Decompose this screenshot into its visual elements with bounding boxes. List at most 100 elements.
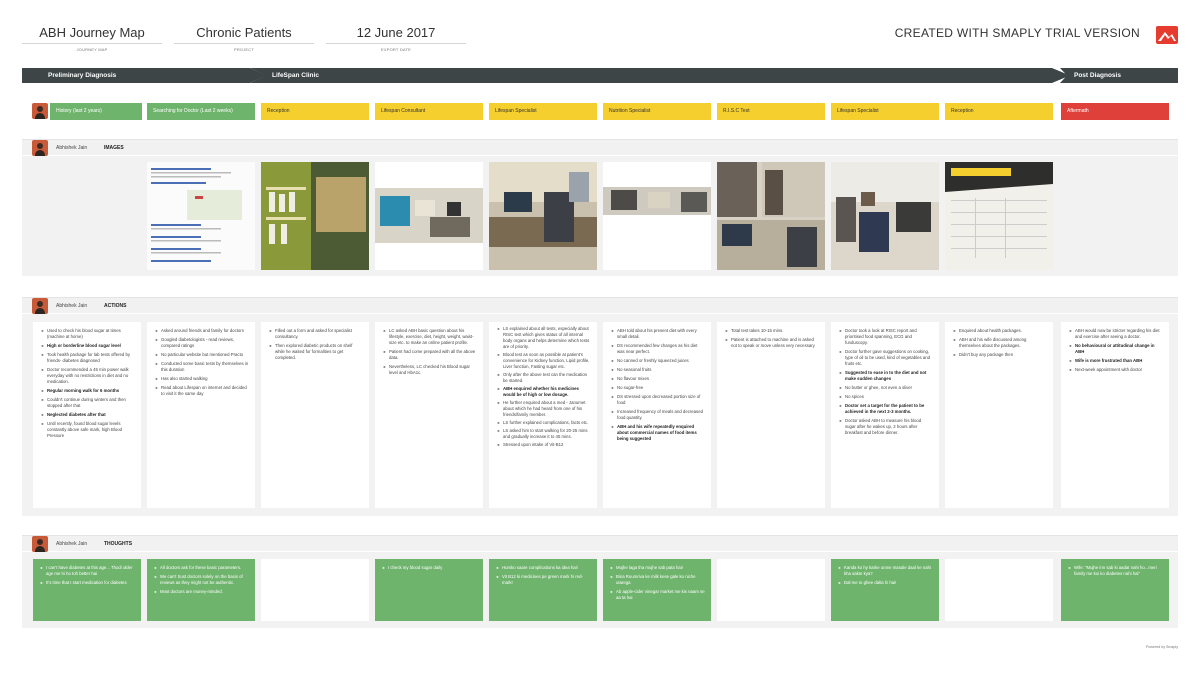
list-item: No spices [839, 394, 933, 400]
list-item: Took health package for lab tests offere… [41, 352, 135, 364]
action-list: Used to check his blood sugar at times (… [33, 322, 141, 446]
list-item: Vit B12 ki medicines pe green mark hi re… [496, 574, 592, 586]
stage-post-diagnosis[interactable]: Post Diagnosis [1060, 68, 1178, 83]
action-card-risc[interactable]: Total test takes 10-15 mins. Patient is … [717, 322, 825, 508]
action-list: Enquired about health packages. ABH and … [945, 322, 1053, 365]
list-item: It's time that I start medication for di… [40, 580, 136, 586]
list-item: Suggested to ease in to the diet and not… [839, 370, 933, 382]
journey-map-title: ABH Journey Map [22, 22, 162, 44]
list-item: Wife is more frustrated than ABH [1069, 358, 1163, 364]
list-item: Patient had come prepared with all the a… [383, 349, 477, 361]
list-item: ABH and his wife repeatedly enquired abo… [611, 424, 705, 442]
thought-list: Wife: "Mujhe inn sab ki aadat nahi ho...… [1061, 559, 1169, 584]
image-consultant-room[interactable] [375, 162, 483, 270]
lane-header-images[interactable]: Abhishek Jain IMAGES [22, 139, 1178, 156]
list-item: DS stressed upon decreased portion size … [611, 394, 705, 406]
thought-card-nutrition[interactable]: Mujhe laga tha mujhe sab pata hai! Bina … [603, 559, 711, 621]
list-item: Bina Ruumriva ke milk kese gale ko niche… [610, 574, 706, 586]
step-searching-for-doctor[interactable]: Searching for Doctor (Last 2 weeks) [147, 103, 255, 120]
action-card-specialist-2[interactable]: Doctor took a look at RISC report and pr… [831, 322, 939, 508]
step-history[interactable]: History (last 2 years) [50, 103, 142, 120]
action-card-reception-2[interactable]: Enquired about health packages. ABH and … [945, 322, 1053, 508]
list-item: LS further explained complications, fact… [497, 420, 591, 426]
step-lifespan-specialist[interactable]: Lifespan Specialist [489, 103, 597, 120]
thought-list: Humko saare complications ka idea hai! V… [489, 559, 597, 593]
journey-map-field[interactable]: ABH Journey Map JOURNEY MAP [22, 22, 162, 52]
list-item: I can't have diabetes at this age... Tho… [40, 565, 136, 577]
stage-preliminary-diagnosis[interactable]: Preliminary Diagnosis [22, 68, 267, 83]
list-item: Couldn't continue during winters and the… [41, 397, 135, 409]
list-item: No canned or freshly squeezed juices [611, 358, 705, 364]
list-item: No butter or ghee, not even a sliver [839, 385, 933, 391]
list-item: No flavour mixes [611, 376, 705, 382]
list-item: ABH enquired whether his medicines would… [497, 386, 591, 398]
image-risc-test[interactable] [717, 162, 825, 270]
list-item: Googled diabetologists - read reviews, c… [155, 337, 249, 349]
step-risc-test[interactable]: R.I.S.C Test [717, 103, 825, 120]
action-card-aftermath[interactable]: ABH would now be stricter regarding his … [1061, 322, 1169, 508]
avatar [32, 298, 48, 314]
action-card-searching[interactable]: Asked around friends and family for doct… [147, 322, 255, 508]
image-google-search[interactable] [147, 162, 255, 270]
thought-card-history[interactable]: I can't have diabetes at this age... Tho… [33, 559, 141, 621]
list-item: Conducted some basic tests by themselves… [155, 361, 249, 373]
step-nutrition-specialist[interactable]: Nutrition Specialist [603, 103, 711, 120]
persona-name: Abhishek Jain [56, 145, 88, 151]
action-card-consultant[interactable]: LC asked ABH basic question about his li… [375, 322, 483, 508]
export-date: 12 June 2017 [326, 22, 466, 44]
list-item: Only after the above test can the medica… [497, 372, 591, 384]
list-item: All doctors ask for these basic paramete… [154, 565, 250, 571]
powered-by-footer: Powered by Smaply [1146, 645, 1178, 649]
list-item: We can't trust doctors solely on the bas… [154, 574, 250, 586]
list-item: Doctor further gave suggestions on cooki… [839, 349, 933, 367]
thought-card-specialist-2[interactable]: Kanda ko hy karke unme masale daal ke na… [831, 559, 939, 621]
list-item: Increased frequency of meals and decreas… [611, 409, 705, 421]
list-item: Regular morning walk for 6 months [41, 388, 135, 394]
action-card-nutrition[interactable]: ABH told about his present diet with eve… [603, 322, 711, 508]
lane-header-actions[interactable]: Abhishek Jain ACTIONS [22, 297, 1178, 314]
thought-card-consultant[interactable]: I check my blood sugar daily [375, 559, 483, 621]
image-specialist-room[interactable] [489, 162, 597, 270]
step-reception-2[interactable]: Reception [945, 103, 1053, 120]
lane-type: IMAGES [104, 145, 124, 151]
project-label: PROJECT [233, 47, 255, 52]
stage-lifespan-clinic[interactable]: LifeSpan Clinic [250, 68, 1070, 83]
thought-card-searching[interactable]: All doctors ask for these basic paramete… [147, 559, 255, 621]
list-item: ABH would now be stricter regarding his … [1069, 328, 1163, 340]
action-list: Total test takes 10-15 mins. Patient is … [717, 322, 825, 356]
thought-list: All doctors ask for these basic paramete… [147, 559, 255, 602]
list-item: Doctor recommended a 45 min power walk e… [41, 367, 135, 385]
list-item: Used to check his blood sugar at times (… [41, 328, 135, 340]
thought-card-reception-2[interactable] [945, 559, 1053, 621]
thought-card-risc[interactable] [717, 559, 825, 621]
step-aftermath[interactable]: Aftermath [1061, 103, 1169, 120]
list-item: Ab apple-cider vinegar market me kis naa… [610, 589, 706, 601]
list-item: Doctor asked ABH to measure his blood su… [839, 418, 933, 436]
image-product-shelf[interactable] [261, 162, 369, 270]
step-lifespan-specialist-2[interactable]: Lifespan Specialist [831, 103, 939, 120]
image-nutrition-room[interactable] [603, 162, 711, 270]
list-item: Until recently, found blood sugar levels… [41, 421, 135, 439]
image-reception-packages[interactable] [945, 162, 1053, 270]
action-card-specialist[interactable]: LS explained about all tests, especially… [489, 322, 597, 508]
project-field[interactable]: Chronic Patients PROJECT [174, 22, 314, 52]
export-date-field[interactable]: 12 June 2017 EXPORT DATE [326, 22, 466, 52]
lane-header-thoughts[interactable]: Abhishek Jain THOUGHTS [22, 535, 1178, 552]
list-item: Filled out a form and asked for speciali… [269, 328, 363, 340]
step-reception[interactable]: Reception [261, 103, 369, 120]
lane-type: THOUGHTS [104, 541, 133, 547]
list-item: Next-week appointment with doctor [1069, 367, 1163, 373]
thought-card-reception[interactable] [261, 559, 369, 621]
avatar [32, 103, 48, 119]
thought-card-aftermath[interactable]: Wife: "Mujhe inn sab ki aadat nahi ho...… [1061, 559, 1169, 621]
list-item: Nevertheless, LC checked his Blood sugar… [383, 364, 477, 376]
action-list: ABH would now be stricter regarding his … [1061, 322, 1169, 380]
action-card-history[interactable]: Used to check his blood sugar at times (… [33, 322, 141, 508]
action-card-reception[interactable]: Filled out a form and asked for speciali… [261, 322, 369, 508]
step-lifespan-consultant[interactable]: Lifespan Consultant [375, 103, 483, 120]
list-item: No particular website but mentioned Prac… [155, 352, 249, 358]
image-specialist-consultation[interactable] [831, 162, 939, 270]
thought-card-specialist[interactable]: Humko saare complications ka idea hai! V… [489, 559, 597, 621]
action-list: Asked around friends and family for doct… [147, 322, 255, 404]
thought-list: Mujhe laga tha mujhe sab pata hai! Bina … [603, 559, 711, 608]
